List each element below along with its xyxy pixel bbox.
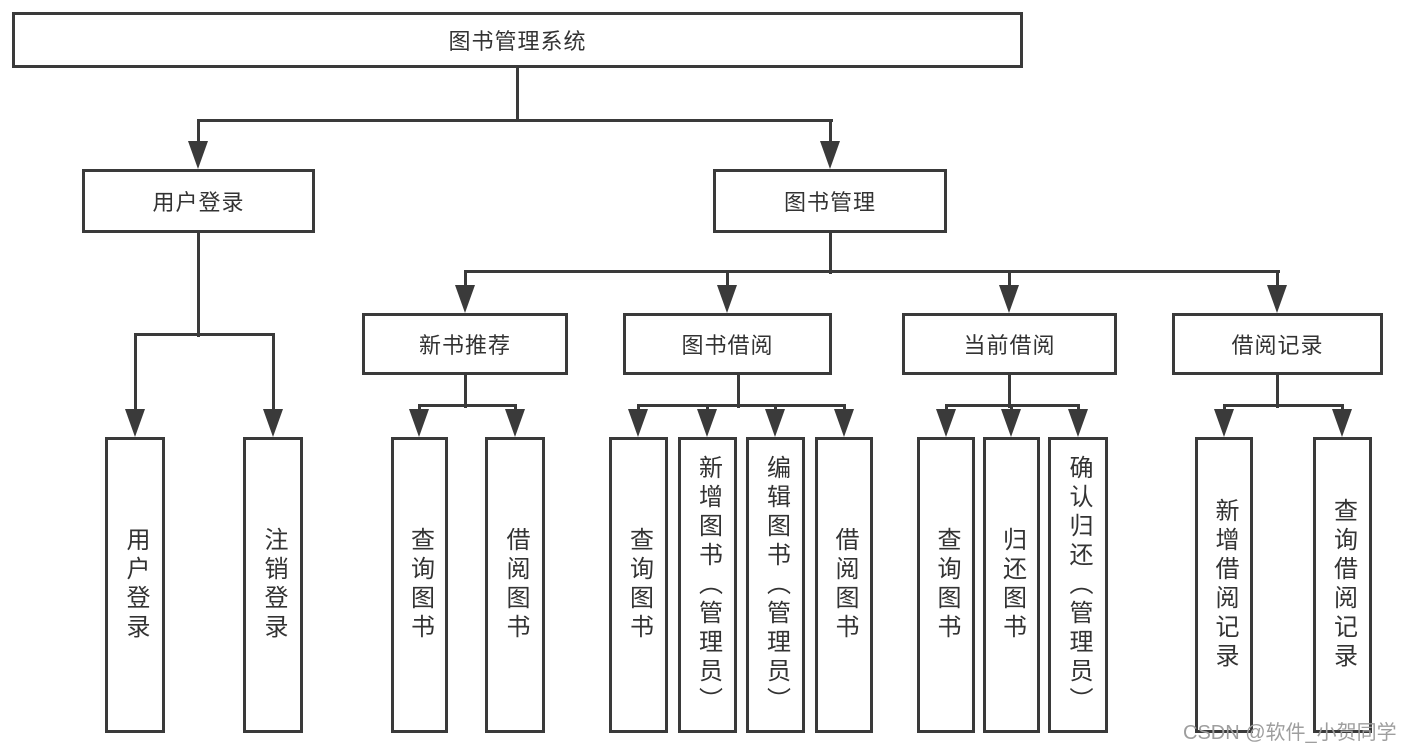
node-book-borrow: 图书借阅 — [623, 313, 832, 375]
leaf-bb-query-book: 查询图书 — [609, 437, 668, 733]
node-new-book-recommend: 新书推荐 — [362, 313, 568, 375]
connector-line — [843, 404, 846, 413]
connector-line — [418, 404, 421, 413]
connector-line — [829, 119, 832, 145]
leaf-user-login-label: 用户登录 — [122, 527, 149, 643]
arrow-down-icon — [697, 409, 717, 437]
leaf-user-login: 用户登录 — [105, 437, 165, 733]
connector-line — [418, 404, 517, 407]
arrow-down-icon — [936, 409, 956, 437]
leaf-bb-edit-book: 编辑图书（管理员） — [746, 437, 805, 733]
watermark: CSDN @软件_小贺同学 — [1183, 722, 1397, 744]
connector-line — [197, 119, 200, 145]
connector-line — [197, 119, 833, 122]
connector-line — [1276, 270, 1279, 288]
connector-line — [464, 375, 467, 408]
connector-line — [706, 404, 709, 413]
connector-line — [637, 404, 640, 413]
leaf-br-add-record-label: 新增借阅记录 — [1211, 498, 1238, 672]
leaf-logout: 注销登录 — [243, 437, 303, 733]
leaf-cb-return-book-label: 归还图书 — [998, 527, 1026, 643]
arrow-down-icon — [125, 409, 145, 437]
connector-line — [134, 333, 137, 412]
arrow-down-icon — [765, 409, 785, 437]
node-root-label: 图书管理系统 — [448, 29, 587, 54]
leaf-bb-edit-book-label: 编辑图书（管理员） — [762, 454, 790, 716]
connector-line — [1341, 404, 1344, 413]
arrow-down-icon — [1332, 409, 1352, 437]
connector-line — [1010, 404, 1013, 413]
leaf-nr-query-book-label: 查询图书 — [406, 527, 434, 643]
connector-line — [726, 270, 729, 288]
node-borrow-records-label: 借阅记录 — [1231, 333, 1324, 358]
arrow-down-icon — [820, 141, 840, 169]
node-root: 图书管理系统 — [12, 12, 1023, 68]
arrow-down-icon — [834, 409, 854, 437]
node-user-login-label: 用户登录 — [152, 190, 245, 215]
arrow-down-icon — [455, 285, 475, 313]
leaf-nr-borrow-book: 借阅图书 — [485, 437, 545, 733]
connector-line — [774, 404, 777, 413]
arrow-down-icon — [505, 409, 525, 437]
leaf-nr-borrow-book-label: 借阅图书 — [502, 527, 529, 643]
arrow-down-icon — [999, 285, 1019, 313]
connector-line — [197, 233, 200, 337]
node-book-management-label: 图书管理 — [783, 190, 876, 215]
connector-line — [464, 270, 467, 288]
connector-line — [829, 233, 832, 274]
arrow-down-icon — [188, 141, 208, 169]
leaf-br-query-record: 查询借阅记录 — [1313, 437, 1372, 733]
arrow-down-icon — [1068, 409, 1088, 437]
leaf-br-query-record-label: 查询借阅记录 — [1329, 498, 1357, 672]
node-user-login: 用户登录 — [82, 169, 315, 233]
connector-line — [945, 404, 948, 413]
connector-line — [1077, 404, 1080, 413]
leaf-cb-query-book: 查询图书 — [917, 437, 975, 733]
connector-line — [134, 333, 275, 336]
arrow-down-icon — [263, 409, 283, 437]
leaf-cb-query-book-label: 查询图书 — [933, 527, 960, 643]
node-new-book-recommend-label: 新书推荐 — [418, 333, 511, 358]
connector-line — [514, 404, 517, 413]
leaf-nr-query-book: 查询图书 — [391, 437, 448, 733]
connector-line — [1008, 375, 1011, 408]
leaf-br-add-record: 新增借阅记录 — [1195, 437, 1253, 733]
leaf-logout-label: 注销登录 — [260, 527, 287, 643]
connector-line — [516, 68, 519, 122]
leaf-bb-borrow-book: 借阅图书 — [815, 437, 873, 733]
arrow-down-icon — [1214, 409, 1234, 437]
arrow-down-icon — [628, 409, 648, 437]
node-current-borrow-label: 当前借阅 — [963, 333, 1056, 358]
connector-line — [737, 375, 740, 408]
arrow-down-icon — [1267, 285, 1287, 313]
leaf-cb-return-book: 归还图书 — [983, 437, 1040, 733]
node-book-borrow-label: 图书借阅 — [681, 333, 774, 358]
leaf-cb-confirm-return-label: 确认归还（管理员） — [1065, 454, 1092, 716]
node-current-borrow: 当前借阅 — [902, 313, 1117, 375]
leaf-bb-borrow-book-label: 借阅图书 — [831, 527, 858, 643]
leaf-bb-add-book: 新增图书（管理员） — [678, 437, 737, 733]
connector-line — [1223, 404, 1344, 407]
connector-line — [464, 270, 1280, 273]
connector-line — [637, 404, 846, 407]
connector-line — [1223, 404, 1226, 413]
node-borrow-records: 借阅记录 — [1172, 313, 1383, 375]
connector-line — [272, 333, 275, 412]
arrow-down-icon — [717, 285, 737, 313]
connector-line — [1008, 270, 1011, 288]
leaf-cb-confirm-return: 确认归还（管理员） — [1048, 437, 1108, 733]
leaf-bb-query-book-label: 查询图书 — [625, 527, 653, 643]
arrow-down-icon — [1001, 409, 1021, 437]
arrow-down-icon — [409, 409, 429, 437]
node-book-management: 图书管理 — [713, 169, 947, 233]
leaf-bb-add-book-label: 新增图书（管理员） — [694, 454, 722, 716]
connector-line — [1276, 375, 1279, 408]
